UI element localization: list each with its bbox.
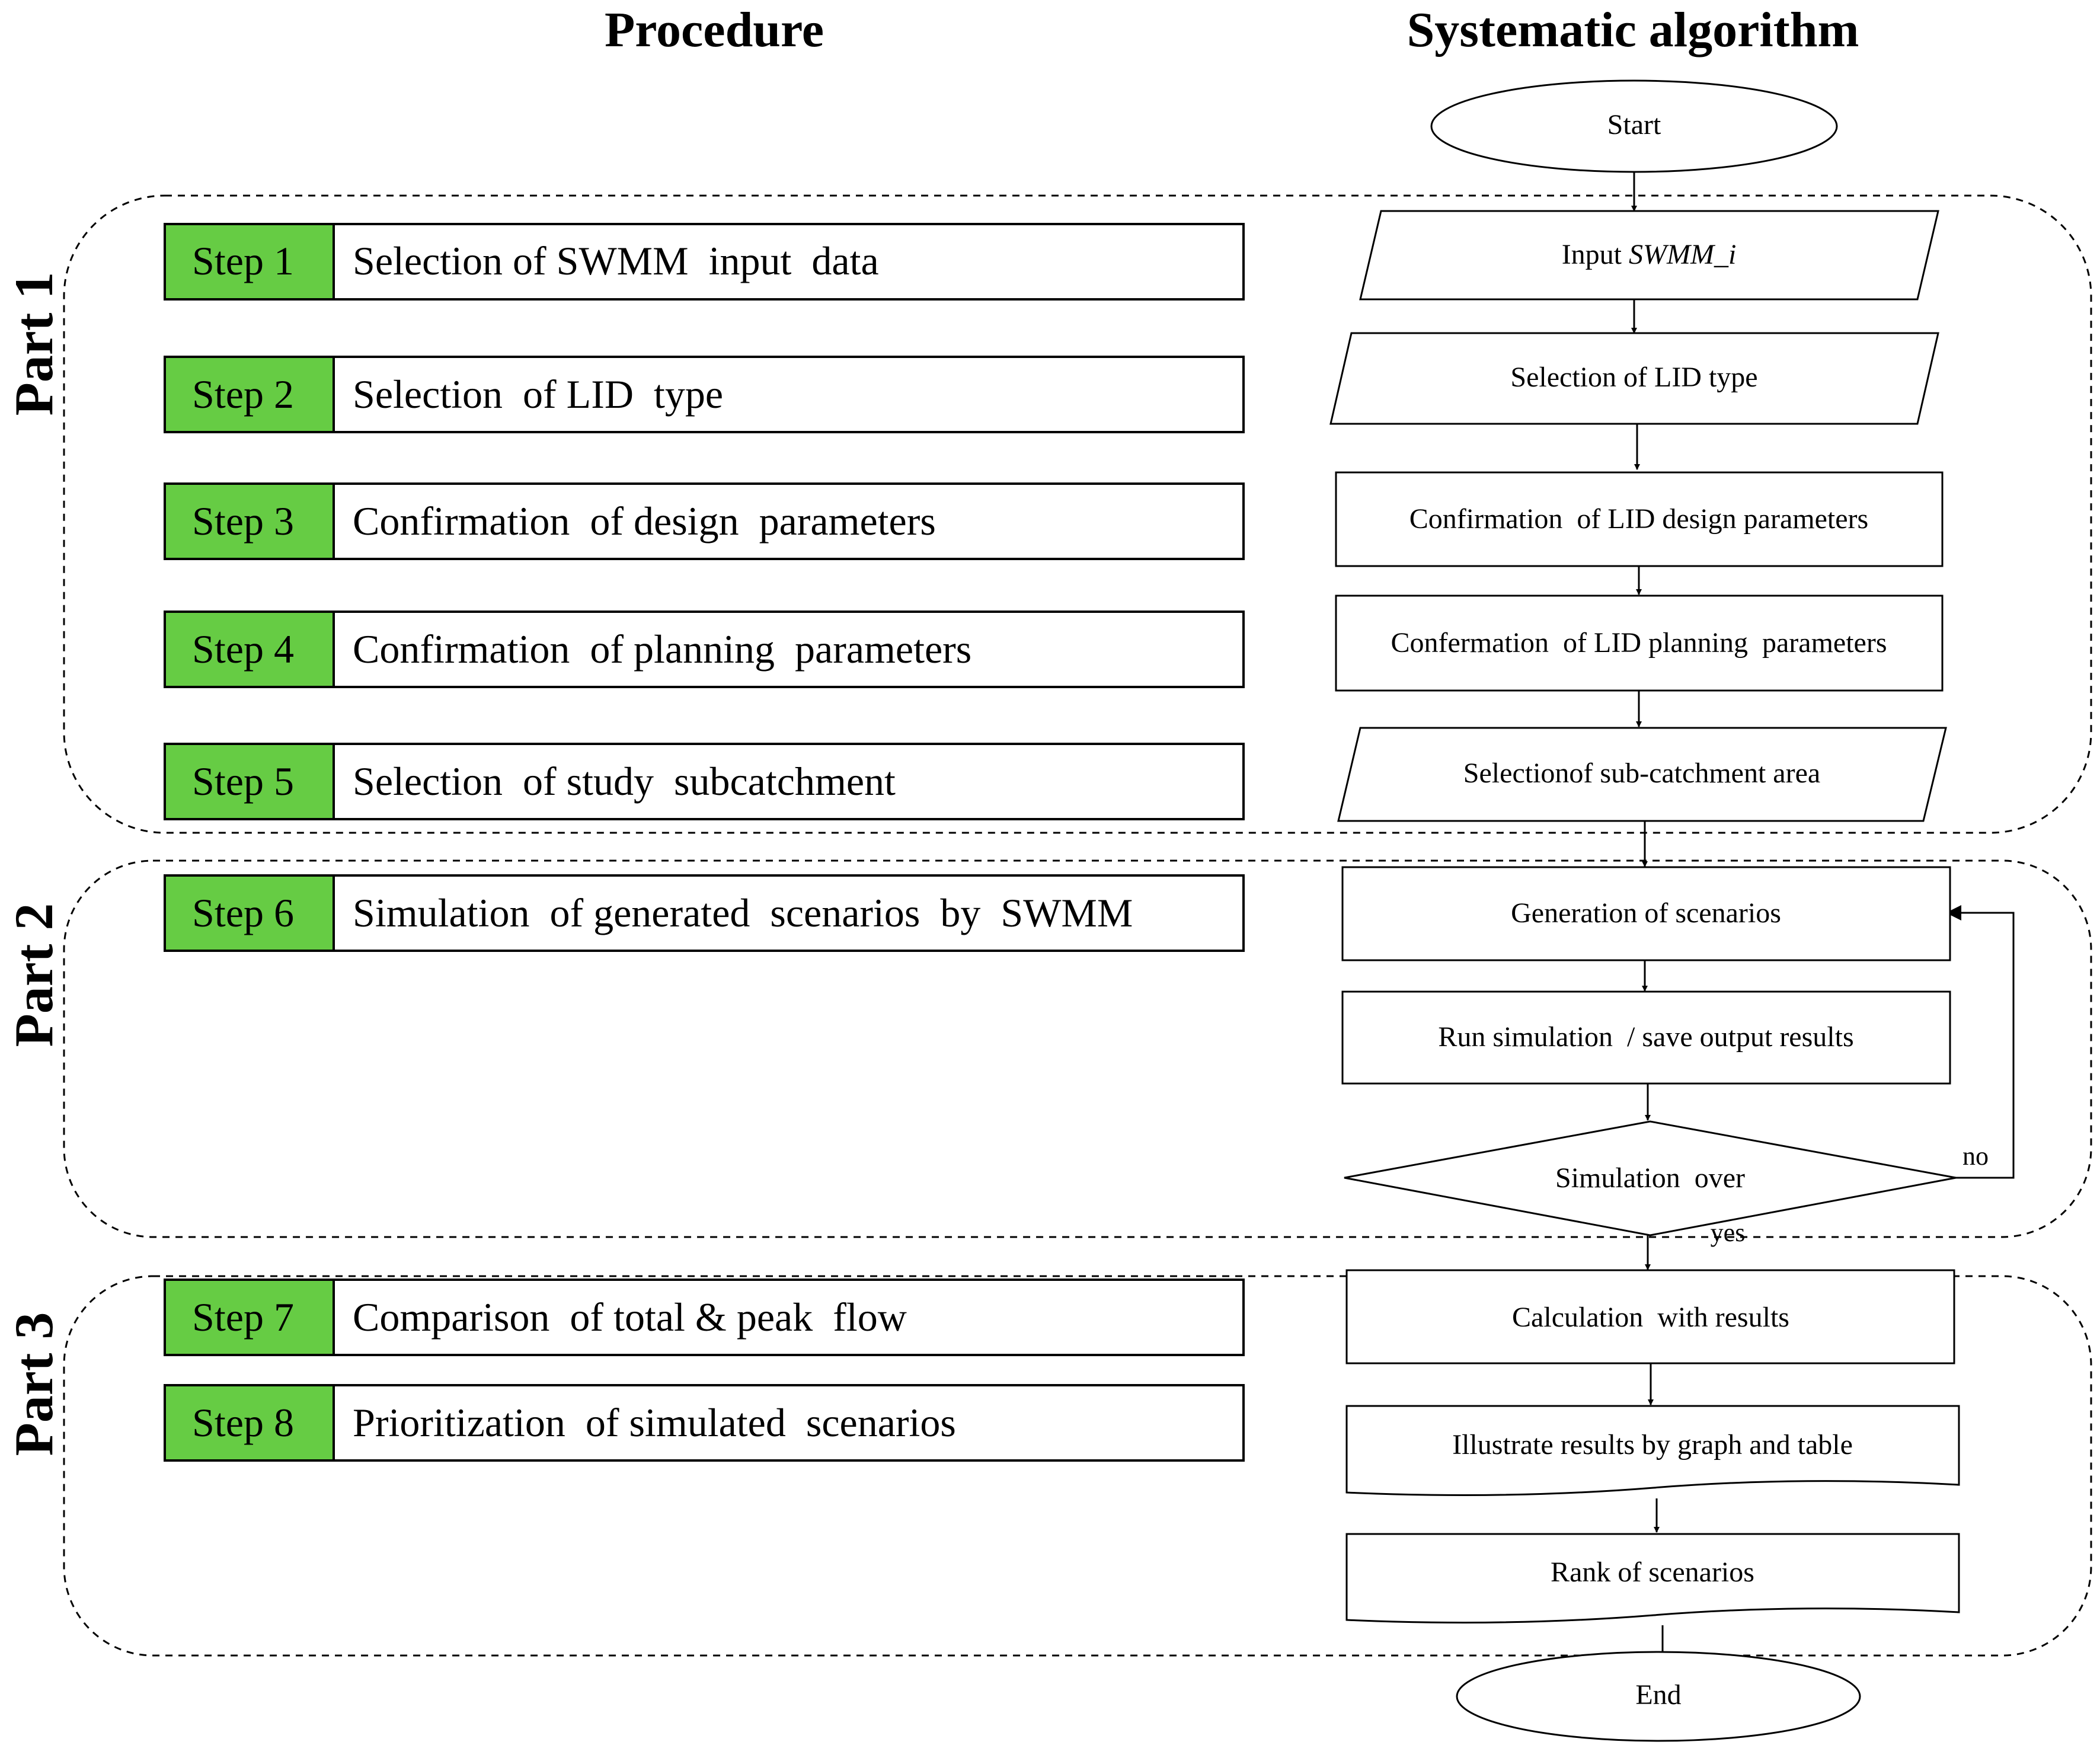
step-5-label: Step 5 (192, 759, 294, 804)
step-8-row: Step 8 Prioritization of simulated scena… (164, 1384, 1245, 1462)
procedure-header: Procedure (605, 2, 824, 57)
step-4-text: Confirmation of planning parameters (353, 627, 971, 672)
step-5-badge (164, 743, 335, 820)
input-text: Input SWMM_i (1562, 239, 1737, 270)
step-5-box (333, 743, 1245, 820)
step-4-label: Step 4 (192, 627, 294, 672)
step-7-badge (164, 1279, 335, 1356)
step-4-badge (164, 611, 335, 688)
algorithm-header: Systematic algorithm (1407, 2, 1859, 57)
step-6-badge (164, 874, 335, 952)
subcatch-node (1337, 727, 1947, 822)
part-3-label: Part 3 (4, 1312, 64, 1456)
step-5-row: Step 5 Selection of study subcatchment (164, 743, 1245, 820)
generation-node (1341, 866, 1951, 961)
run-node (1341, 990, 1951, 1085)
step-7-row: Step 7 Comparison of total & peak flow (164, 1279, 1245, 1356)
step-6-box (333, 874, 1245, 952)
illustrate-text: Illustrate results by graph and table (1452, 1429, 1853, 1460)
step-2-label: Step 2 (192, 372, 294, 417)
step-6-row: Step 6 Simulation of generated scenarios… (164, 874, 1245, 952)
planning-text: Confermation of LID planning parameters (1391, 627, 1887, 659)
arrow-no-loop (1946, 905, 2015, 1179)
input-label: Input (1562, 239, 1629, 270)
planning-node (1335, 595, 1944, 692)
step-3-text: Confirmation of design parameters (353, 498, 936, 544)
step-7-box (333, 1279, 1245, 1356)
step-8-text: Prioritization of simulated scenarios (353, 1400, 956, 1445)
step-1-box (333, 223, 1245, 301)
step-1-label: Step 1 (192, 238, 294, 283)
step-8-badge (164, 1384, 335, 1462)
illustrate-node (1345, 1405, 1960, 1496)
step-1-row: Step 1 Selection of SWMM input data (164, 223, 1245, 301)
design-node (1335, 471, 1944, 567)
decision-text: Simulation over (1555, 1162, 1745, 1194)
run-text: Run simulation / save output results (1438, 1021, 1853, 1053)
end-node (1456, 1651, 1861, 1742)
part-3-region (63, 1275, 2092, 1657)
part-1-label: Part 1 (4, 272, 64, 416)
start-node (1430, 79, 1838, 173)
calc-node (1345, 1269, 1955, 1364)
generation-text: Generation of scenarios (1511, 897, 1781, 929)
step-5-text: Selection of study subcatchment (353, 759, 896, 804)
step-3-row: Step 3 Confirmation of design parameters (164, 482, 1245, 560)
step-3-box (333, 482, 1245, 560)
design-text: Confirmation of LID design parameters (1409, 503, 1868, 535)
step-4-box (333, 611, 1245, 688)
step-1-text: Selection of SWMM input data (353, 238, 879, 283)
step-2-box (333, 356, 1245, 433)
step-7-label: Step 7 (192, 1295, 294, 1340)
step-7-text: Comparison of total & peak flow (353, 1295, 907, 1340)
rank-text: Rank of scenarios (1551, 1557, 1754, 1588)
input-node (1359, 210, 1939, 301)
lid-type-node (1329, 332, 1939, 425)
step-6-label: Step 6 (192, 890, 294, 935)
part-1-region (63, 194, 2092, 834)
step-6-text: Simulation of generated scenarios by SWM… (353, 890, 1133, 935)
step-4-row: Step 4 Confirmation of planning paramete… (164, 611, 1245, 688)
lid-type-text: Selection of LID type (1510, 362, 1757, 393)
part-2-region (63, 859, 2092, 1238)
decision-node (1344, 1120, 1957, 1236)
step-8-label: Step 8 (192, 1400, 294, 1445)
input-variable: SWMM_i (1629, 239, 1736, 270)
subcatch-text: Selectionof sub-catchment area (1463, 758, 1820, 789)
yes-label: yes (1711, 1218, 1746, 1247)
calc-text: Calculation with results (1512, 1302, 1789, 1333)
step-3-label: Step 3 (192, 498, 294, 544)
end-text: End (1635, 1679, 1681, 1711)
part-2-label: Part 2 (4, 903, 64, 1047)
step-8-box (333, 1384, 1245, 1462)
rank-node (1345, 1533, 1960, 1623)
start-text: Start (1607, 109, 1661, 140)
step-2-row: Step 2 Selection of LID type (164, 356, 1245, 433)
no-label: no (1962, 1142, 1989, 1171)
step-2-text: Selection of LID type (353, 372, 723, 417)
step-3-badge (164, 482, 335, 560)
